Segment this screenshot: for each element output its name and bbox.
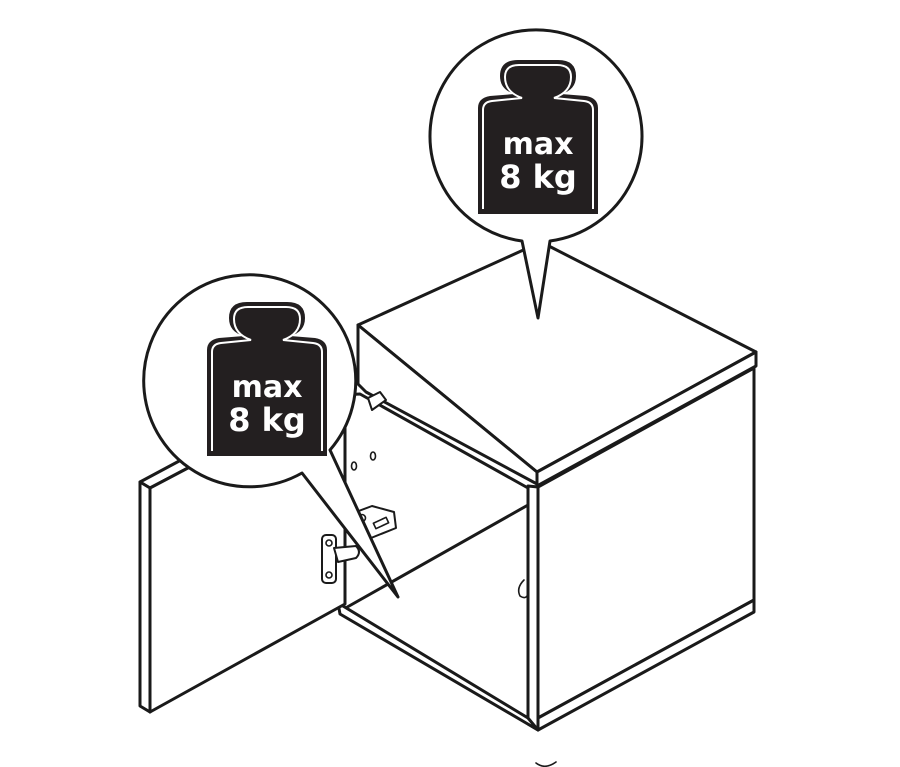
hinge-door-plate: [321, 534, 360, 584]
pin-hole-2: [369, 451, 377, 461]
bottom-base-edge: [336, 601, 540, 732]
weight-icon: max 8 kg: [207, 302, 327, 456]
load-label-max: max: [232, 370, 303, 405]
load-label-max: max: [503, 127, 574, 162]
shelf-pin-holes: [350, 451, 377, 471]
door-side-edge: [138, 480, 152, 714]
door-catch-right: [517, 579, 529, 599]
load-label-weight: 8 kg: [228, 401, 306, 439]
hinge-upper: [367, 391, 387, 411]
foot-front: [535, 761, 557, 767]
weight-icon: max 8 kg: [478, 60, 598, 214]
top-edge-left: [356, 323, 539, 486]
interior-shelf-edge: [340, 503, 530, 612]
cabinet-body: [336, 366, 756, 767]
callout-top-load: max 8 kg: [428, 28, 644, 320]
pin-hole-1: [350, 461, 358, 471]
load-label-weight: 8 kg: [499, 158, 577, 196]
cabinet-top: [356, 240, 758, 488]
front-edge-strip: [526, 484, 540, 732]
callout-shelf-load: max 8 kg: [142, 273, 400, 599]
top-edge-right: [535, 350, 758, 488]
